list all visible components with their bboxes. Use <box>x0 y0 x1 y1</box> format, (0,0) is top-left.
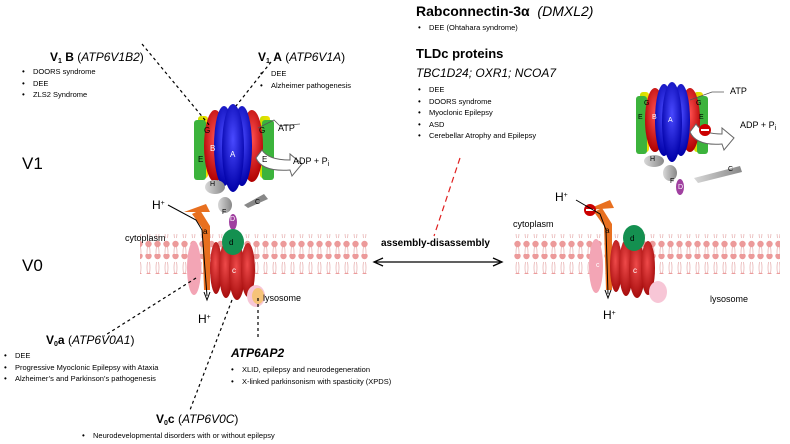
adp-label: ADP + Pi <box>293 156 330 168</box>
list-item: DEE (Ohtahara syndrome) <box>416 22 518 34</box>
v1b-header: V1 B (ATP6V1B2) <box>50 50 144 65</box>
subunit-c0-label: c <box>232 266 236 275</box>
list-item: DEE <box>258 68 351 80</box>
list-item: DOORS syndrome <box>416 96 536 108</box>
leader-lines <box>103 43 272 411</box>
subunit-g-label: G <box>696 100 702 107</box>
list-item: DOORS syndrome <box>20 66 96 78</box>
subunit-e-label: E <box>198 155 204 164</box>
subunit-a-label: A <box>230 150 236 159</box>
subunit-c-label: C <box>728 166 734 173</box>
v1a-header: V1 A (ATP6V1A) <box>258 50 346 65</box>
subunit-d-upper-label: D <box>678 184 684 191</box>
list-item: Progressive Myoclonic Epilepsy with Atax… <box>2 362 158 374</box>
lysosome-label-right: lysosome <box>710 294 749 304</box>
subunit-b-label: B <box>210 144 216 153</box>
list-item: DEE <box>20 78 96 90</box>
list-item: ZLS2 Syndrome <box>20 89 96 101</box>
subunit-c-left-label: c <box>596 262 600 269</box>
list-item: DEE <box>2 350 158 362</box>
tldc-list: DEE DOORS syndrome Myoclonic Epilepsy AS… <box>416 84 536 142</box>
v0a-header: V0a (ATP6V0A1) <box>46 333 135 348</box>
subunit-g-label: G <box>259 126 266 135</box>
list-item: XLID, epilepsy and neurodegeneration <box>229 364 391 376</box>
subunit-d0-label: d <box>229 238 234 247</box>
subunit-e-label: E <box>699 114 704 121</box>
list-item: Neurodevelopmental disorders with or wit… <box>80 430 275 442</box>
left-membrane <box>140 234 370 274</box>
list-item: DEE <box>416 84 536 96</box>
v0a-list: DEE Progressive Myoclonic Epilepsy with … <box>2 350 158 385</box>
v0c-header: V0c (ATP6V0C) <box>156 412 239 427</box>
list-item: Myoclonic Epilepsy <box>416 107 536 119</box>
atp-label: ATP <box>278 123 295 133</box>
adp-label-right: ADP + Pi <box>740 120 777 132</box>
list-item: Alzheimer pathogenesis <box>258 80 351 92</box>
left-v-atpase <box>167 104 303 307</box>
subunit-c-label: C <box>255 199 261 206</box>
proton-label-bottom: H+ <box>198 312 211 326</box>
subunit-d-upper-label: D <box>230 216 236 223</box>
subunit-h-label: H <box>650 156 656 163</box>
list-item: Cerebellar Atrophy and Epilepsy <box>416 130 536 142</box>
v0-domain-label: V0 <box>22 256 43 275</box>
proton-label-right-top: H+ <box>555 190 568 204</box>
proton-label-top: H+ <box>152 198 165 212</box>
atp6ap2-list: XLID, epilepsy and neurodegeneration X-l… <box>229 364 391 387</box>
subunit-c0-label: c <box>633 266 637 275</box>
subunit-f-label: F <box>670 178 675 185</box>
subunit-a-label: A <box>668 117 673 124</box>
subunit-d0-label: d <box>630 234 635 243</box>
list-item: Alzheimer’s and Parkinson’s pathogenesis <box>2 373 158 385</box>
atp-label-right: ATP <box>730 86 747 96</box>
assembly-arrow <box>372 257 504 267</box>
v1-domain-label: V1 <box>22 154 43 173</box>
lysosome-label: lysosome <box>263 293 302 303</box>
tldc-header: TLDc proteins <box>416 46 504 61</box>
atp6ap2-header: ATP6AP2 <box>231 346 285 360</box>
list-item: X-linked parkinsonism with spasticity (X… <box>229 376 391 388</box>
v1a-list: DEE Alzheimer pathogenesis <box>258 68 351 91</box>
subunit-g-label: G <box>204 126 211 135</box>
subunit-g-label: G <box>644 100 650 107</box>
subunit-a0-label: a <box>203 227 208 236</box>
v0c-list: Neurodevelopmental disorders with or wit… <box>80 430 275 442</box>
subunit-e-label: E <box>638 114 643 121</box>
v1b-list: DOORS syndrome DEE ZLS2 Syndrome <box>20 66 96 101</box>
list-item: ASD <box>416 119 536 131</box>
subunit-h-label: H <box>210 181 216 188</box>
right-v-atpase <box>575 82 742 303</box>
proton-label-right-bottom: H+ <box>603 308 616 322</box>
assembly-disassembly-label: assembly-disassembly <box>381 238 490 249</box>
subunit-b-label: B <box>652 114 657 121</box>
subunit-a0-label: a <box>605 226 610 235</box>
tldc-genes: TBC1D24; OXR1; NCOA7 <box>416 66 557 80</box>
cytoplasm-label-right: cytoplasm <box>513 219 554 229</box>
rabconnectin-header: Rabconnectin-3α (DMXL2) <box>416 3 594 19</box>
tldc-leader <box>433 157 461 237</box>
rabconnectin-list: DEE (Ohtahara syndrome) <box>416 22 518 34</box>
subunit-e-label: E <box>262 155 268 164</box>
subunit-f-label: F <box>222 209 227 216</box>
cytoplasm-label: cytoplasm <box>125 233 166 243</box>
